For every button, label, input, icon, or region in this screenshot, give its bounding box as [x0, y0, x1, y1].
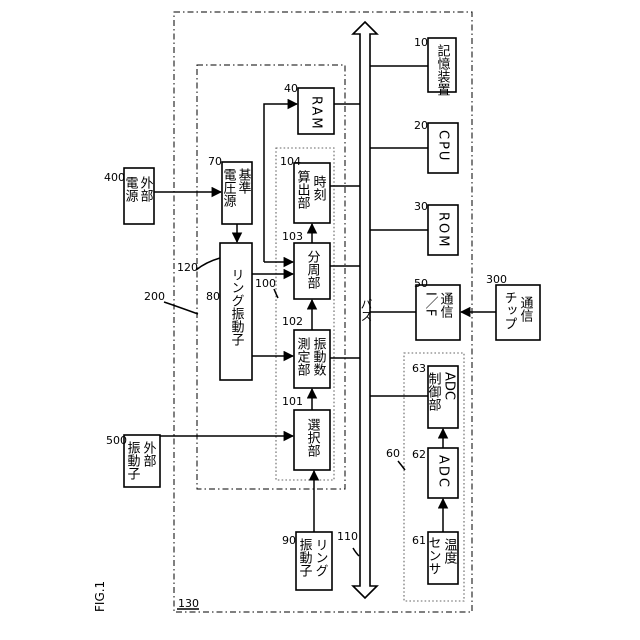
ref-103: 103 — [282, 230, 303, 243]
ref-80: 80 — [206, 290, 220, 303]
ring-osc-80-label: リング振動子 — [229, 268, 245, 346]
ref-104: 104 — [280, 155, 301, 168]
ref-30: 30 — [414, 200, 428, 213]
bus-label: バス — [359, 298, 373, 322]
ext-power-label-1: 外部 — [138, 176, 154, 202]
ref-61: 61 — [412, 534, 426, 547]
comm-chip-label-2: チップ — [502, 291, 517, 330]
ram-label: RAM — [309, 96, 324, 131]
adc-label: ADC — [436, 455, 451, 489]
cpu-label: CPU — [436, 130, 451, 162]
ref-20: 20 — [414, 119, 428, 132]
comm-chip-label-1: 通信 — [518, 296, 534, 322]
ref-62: 62 — [412, 448, 426, 461]
ring-osc-90-label-1: リング — [313, 538, 329, 577]
ref-60: 60 — [386, 447, 400, 460]
freq-measure-label-2: 測定部 — [295, 337, 311, 376]
adc-control-label-2: 制御部 — [426, 372, 442, 411]
adc-control-label-1: ADC — [442, 372, 457, 400]
ref-102: 102 — [282, 315, 303, 328]
ref-63: 63 — [412, 362, 426, 375]
ref-500: 500 — [106, 434, 127, 447]
temp-sensor-label-1: 温度 — [442, 538, 458, 564]
ref-100: 100 — [255, 277, 276, 290]
ref-50: 50 — [414, 277, 428, 290]
rom-label: ROM — [436, 212, 451, 248]
ref-110: 110 — [337, 530, 358, 543]
divider-label: 分周部 — [305, 250, 321, 289]
ref-200: 200 — [144, 290, 165, 303]
ref-120: 120 — [177, 261, 198, 274]
ref-101: 101 — [282, 395, 303, 408]
ref-voltage-label-2: 電圧源 — [221, 168, 237, 207]
ref-400: 400 — [104, 171, 125, 184]
ring-osc-90-label-2: 振動子 — [297, 538, 313, 577]
ref-300: 300 — [486, 273, 507, 286]
comm-if-label-1: 通信 — [438, 292, 454, 318]
ref-10: 10 — [414, 36, 428, 49]
ref-40: 40 — [284, 82, 298, 95]
time-calc-label-2: 算出部 — [295, 170, 311, 209]
freq-measure-label-1: 振動数 — [311, 337, 327, 376]
comm-if-label-2: I／F — [423, 292, 439, 316]
ref-voltage-label-1: 基準 — [236, 168, 252, 194]
storage-device-label: 記憶装置 — [435, 43, 451, 96]
figure-label: FIG.1 — [93, 581, 107, 612]
ext-osc-label-1: 外部 — [141, 441, 157, 467]
time-calc-label-1: 時刻 — [311, 175, 327, 201]
ref-70: 70 — [208, 155, 222, 168]
ref-90: 90 — [282, 534, 296, 547]
temp-sensor-label-2: センサ — [426, 536, 442, 575]
selector-label: 選択部 — [305, 418, 321, 457]
ref-130: 130 — [178, 597, 199, 610]
